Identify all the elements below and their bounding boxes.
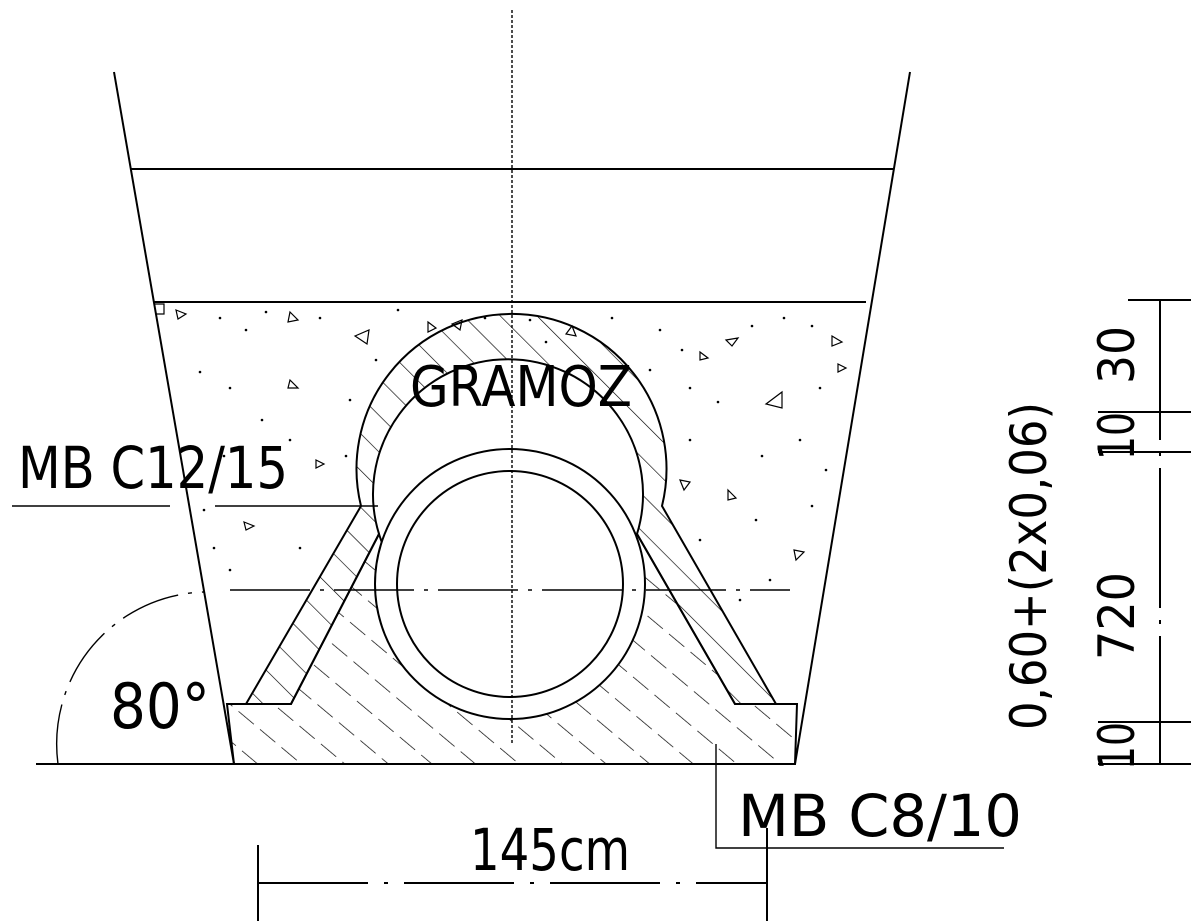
leader-mb-c8-10 — [715, 744, 1004, 849]
pipe-inner-ring — [396, 470, 624, 698]
gravel-dots — [198, 308, 828, 602]
label-mb-c8-10: MB C8/10 — [738, 782, 1022, 850]
label-dim-30: 30 — [1088, 326, 1146, 384]
label-gramoz: GRAMOZ — [410, 355, 632, 420]
gravel-fill — [153, 303, 848, 562]
label-mb-c12-15: MB C12/15 — [18, 434, 288, 502]
angle-arc — [55, 591, 205, 765]
label-dim-720: 720 — [1088, 572, 1146, 660]
label-width: 145cm — [470, 816, 630, 884]
label-formula: 0,60+(2x0,06) — [1000, 402, 1058, 730]
label-angle: 80° — [110, 670, 210, 743]
label-dim-10-upper: 10 — [1088, 412, 1146, 460]
trench-wall-right — [794, 71, 911, 765]
trench-wall-left — [113, 71, 235, 765]
label-dim-10-lower: 10 — [1088, 722, 1146, 770]
